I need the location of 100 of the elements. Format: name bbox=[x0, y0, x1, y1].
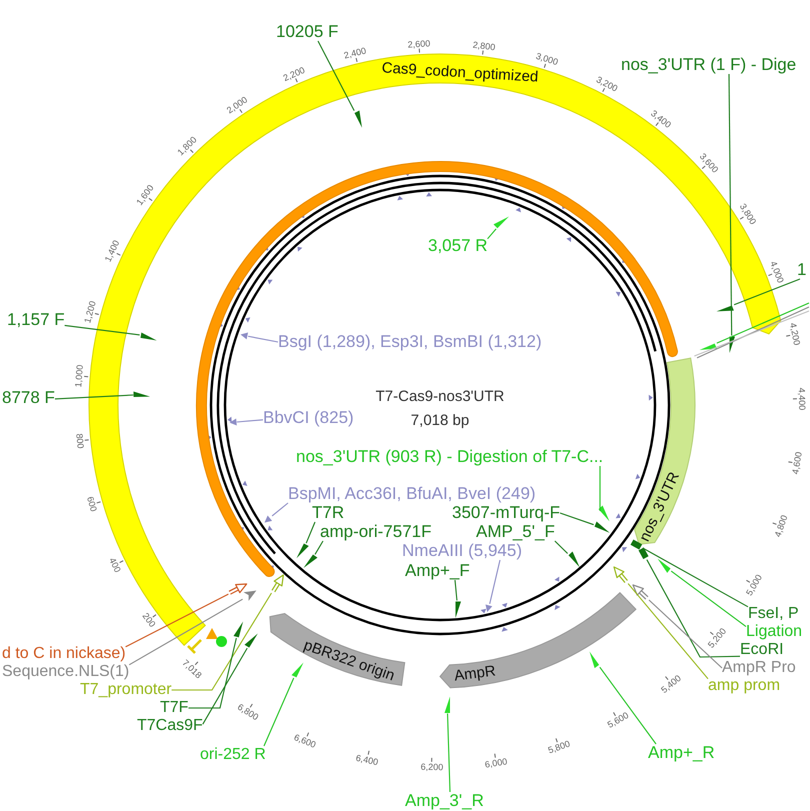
annotation-label: nos_3'UTR (903 R) - Digestion of T7-C... bbox=[296, 448, 604, 466]
annotation-label: amp prom bbox=[708, 677, 780, 695]
annotation-label: nos_3'UTR (1 F) - Dige bbox=[621, 56, 796, 74]
feature-label: pBR322 origin bbox=[302, 637, 397, 684]
leader-line bbox=[306, 522, 316, 544]
leader-line bbox=[646, 559, 740, 658]
scale-number: 4,600 bbox=[790, 451, 804, 476]
primer-arrow-icon bbox=[657, 558, 672, 574]
annotation-label: AMP_5'_F bbox=[476, 523, 555, 541]
annotation-label: amp-ori-7571F bbox=[320, 523, 432, 541]
annotation-label: T7Cas9F bbox=[137, 717, 203, 735]
leader-line bbox=[487, 228, 497, 240]
open-arrow-icon bbox=[228, 583, 248, 596]
scale-number: 200 bbox=[140, 610, 158, 630]
primer-arrow-icon bbox=[454, 600, 461, 618]
primer-arrow-icon bbox=[493, 216, 510, 229]
annotation-label: Amp+_R bbox=[648, 744, 715, 762]
annotation-label: T7_promoter bbox=[80, 681, 172, 699]
primer-arrow-icon bbox=[589, 651, 600, 669]
scale-number: 4,000 bbox=[768, 260, 786, 284]
primer-arrow-icon bbox=[290, 662, 304, 678]
annotation-label: 8778 F bbox=[2, 389, 55, 407]
annotation-label: BbvCI (825) bbox=[263, 409, 354, 427]
annotation-label: 3,057 R bbox=[428, 237, 488, 255]
leader-line bbox=[272, 502, 288, 516]
scale-number: 5,600 bbox=[606, 710, 630, 730]
primer-arrow-icon bbox=[444, 696, 450, 714]
scale-number: 4,400 bbox=[796, 387, 808, 410]
leader-line bbox=[125, 594, 229, 648]
leader-line bbox=[728, 74, 732, 336]
annotation-label: d to C in nickase) bbox=[2, 645, 126, 663]
block-marker-icon bbox=[638, 547, 649, 560]
leader-line bbox=[248, 336, 278, 343]
feature-label: AmpR bbox=[452, 664, 496, 685]
primer-arrow-icon bbox=[568, 551, 580, 568]
annotation-label: 3507-mTurq-F bbox=[452, 504, 560, 522]
annotation-label: 10205 F bbox=[276, 23, 338, 41]
scale-number: 4,200 bbox=[788, 322, 802, 346]
primer-arrow-icon bbox=[594, 521, 610, 534]
annotation-label: BspMI, Acc36I, BfuAI, BveI (249) bbox=[288, 485, 536, 503]
primer-arrow-icon bbox=[303, 554, 318, 569]
annotation-label: T7F bbox=[160, 699, 188, 717]
scale-number: 1,000 bbox=[73, 364, 86, 388]
scale-number: 1,200 bbox=[82, 300, 98, 324]
leader-line bbox=[454, 580, 458, 601]
leader-line bbox=[599, 466, 601, 512]
leader-line bbox=[202, 648, 248, 724]
primer-arrow-icon bbox=[354, 110, 363, 128]
annotation-label: 1 bbox=[797, 261, 806, 279]
site-marker-icon bbox=[240, 332, 248, 340]
block-marker-icon bbox=[630, 538, 643, 550]
primer-arrow-icon bbox=[296, 543, 310, 559]
plasmid-size-label: 7,018 bp bbox=[410, 412, 470, 429]
leader-line bbox=[172, 592, 272, 691]
annotation-label: FseI, P bbox=[748, 605, 799, 623]
primer-arrow-icon bbox=[133, 391, 151, 398]
leader-line bbox=[734, 278, 800, 306]
scale-number: 5,800 bbox=[546, 738, 572, 756]
scale-number: 3,200 bbox=[594, 74, 620, 94]
leader-line bbox=[188, 638, 237, 709]
leader-line bbox=[264, 678, 294, 746]
annotation-label: EcoRI bbox=[740, 641, 784, 659]
leader-line bbox=[599, 666, 656, 744]
leader-line bbox=[648, 600, 722, 668]
leader-line bbox=[446, 713, 451, 792]
annotation-label: 1,157 F bbox=[7, 311, 65, 329]
scale-number: 2,400 bbox=[342, 46, 368, 61]
annotation-label: BsgI (1,289), Esp3I, BsmBI (1,312) bbox=[278, 333, 542, 351]
primer-arrow-icon bbox=[140, 332, 157, 341]
leader-line bbox=[670, 570, 746, 628]
scale-number: 800 bbox=[74, 432, 86, 449]
scale-number: 600 bbox=[85, 496, 99, 513]
scale-number: 400 bbox=[107, 556, 123, 574]
leader-line bbox=[628, 583, 708, 680]
primer-arrow-icon bbox=[244, 633, 259, 648]
site-marker-icon bbox=[264, 515, 272, 524]
leader-line bbox=[554, 540, 568, 554]
plasmid-name: T7-Cas9-nos3'UTR bbox=[376, 388, 504, 405]
scale-number: 6,600 bbox=[292, 732, 318, 750]
scale-number: 6,000 bbox=[484, 756, 508, 770]
site-marker-icon bbox=[228, 418, 237, 426]
scale-number: 6,400 bbox=[355, 752, 380, 767]
leader-line bbox=[642, 547, 748, 608]
scale-number: 2,800 bbox=[472, 39, 496, 52]
primer-arrow-icon bbox=[716, 304, 734, 312]
open-arrow-icon bbox=[270, 574, 284, 593]
annotation-label: T7R bbox=[312, 504, 344, 522]
annotation-label: ori-252 R bbox=[200, 746, 266, 764]
annotation-label: Ligation bbox=[746, 623, 802, 641]
primer-arrow-icon bbox=[728, 336, 735, 353]
arrow-icon bbox=[242, 590, 256, 601]
annotation-label: Amp_3'_R bbox=[405, 792, 484, 810]
primer-arrow-icon bbox=[699, 343, 718, 351]
leader-line bbox=[318, 40, 355, 111]
leader-line bbox=[128, 598, 243, 666]
scale-number: 2,200 bbox=[281, 64, 306, 83]
scale-number: 4,800 bbox=[772, 514, 790, 538]
leader-line bbox=[560, 512, 594, 526]
annotation-label: NmeAIII (5,945) bbox=[402, 542, 522, 560]
scale-number: 1,400 bbox=[102, 239, 122, 264]
